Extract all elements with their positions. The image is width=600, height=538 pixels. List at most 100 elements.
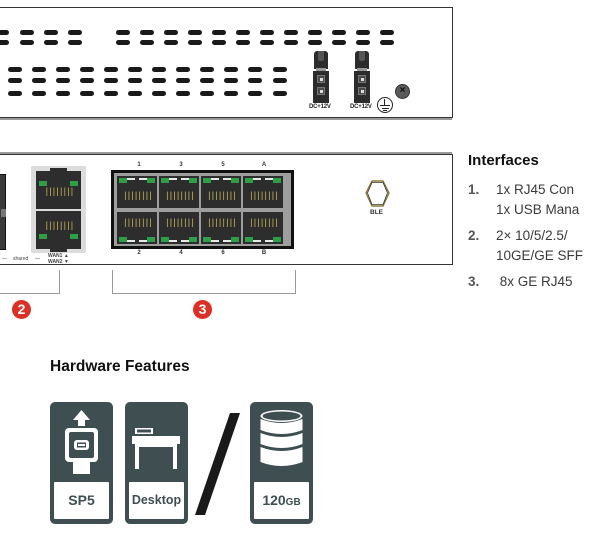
- dc-power-connector-1: [313, 51, 329, 103]
- port-number: A: [261, 162, 267, 168]
- sp5-chip-icon: [65, 410, 98, 474]
- vent-slot: [176, 78, 190, 83]
- vent-slot: [140, 30, 154, 35]
- interface-number: 3.: [468, 274, 480, 289]
- vent-slot: [104, 67, 118, 72]
- vent-slot: [273, 78, 287, 83]
- vent-slot: [56, 67, 70, 72]
- switch-port: ||||||||: [159, 176, 199, 208]
- vent-slot: [56, 78, 70, 83]
- port-pins: ||||||||: [206, 191, 238, 201]
- sfp-port: [0, 174, 6, 250]
- sfp-dash: —: [2, 256, 7, 262]
- port-number: 3: [179, 162, 183, 168]
- port-pins: ||||||||: [122, 191, 154, 201]
- port-number: 1: [137, 162, 141, 168]
- vent-slot: [0, 30, 9, 35]
- vent-slot: [20, 40, 34, 45]
- hw-tile-label-unit: GB: [285, 497, 301, 508]
- vent-slot: [308, 30, 322, 35]
- vent-slot: [128, 78, 142, 83]
- vent-slot: [200, 78, 214, 83]
- wan2-label: WAN2 ▼: [48, 259, 69, 265]
- interface-line: 8x GE RJ45: [496, 274, 573, 289]
- interface-line: 10GE/GE SFF: [496, 248, 584, 263]
- vent-slot: [8, 91, 22, 96]
- interface-line: 1x USB Mana: [496, 202, 580, 217]
- screw-icon: ×: [395, 84, 410, 99]
- panel-shadow: [0, 118, 452, 120]
- vent-slot: [116, 30, 130, 35]
- vent-slot: [188, 40, 202, 45]
- switch-port-block: |||||||| |||||||| |||||||| |||||||| ||||||||…: [111, 170, 294, 249]
- port-pins: ||||||||: [122, 218, 154, 228]
- port-number: 5: [221, 162, 225, 168]
- vent-slot: [212, 30, 226, 35]
- vent-slot: [80, 91, 94, 96]
- callout-badge-3: 3: [193, 300, 212, 319]
- hw-tile-label: Desktop: [129, 482, 184, 519]
- wan1-port: ||||||||: [36, 168, 81, 209]
- vent-slot: [164, 30, 178, 35]
- vent-slot: [260, 40, 274, 45]
- port-pins: ||||||||: [206, 218, 238, 228]
- port-number: 6: [221, 250, 225, 256]
- vent-slot: [140, 40, 154, 45]
- vent-slot: [0, 40, 9, 45]
- wan1-label: WAN1 ▲: [48, 253, 69, 259]
- panel-shadow: [0, 152, 452, 154]
- wan2-port: ||||||||: [36, 211, 81, 252]
- switch-port: ||||||||: [159, 212, 199, 244]
- vent-slot: [104, 91, 118, 96]
- vent-slot: [273, 67, 287, 72]
- dc-power-label-2: DC+12V: [350, 104, 372, 110]
- back-panel: [0, 7, 453, 120]
- switch-port: ||||||||: [201, 212, 241, 244]
- vent-slot: [260, 30, 274, 35]
- callout-bracket-2: [0, 270, 60, 294]
- port-pins: ||||||||: [44, 187, 75, 197]
- vent-slot: [152, 78, 166, 83]
- hw-tile-label-value: 120: [262, 492, 286, 508]
- switch-port: ||||||||: [117, 212, 157, 244]
- vent-slot: [128, 67, 142, 72]
- vent-slot: [212, 40, 226, 45]
- vent-slot: [80, 78, 94, 83]
- ground-icon: [377, 97, 393, 113]
- switch-port: ||||||||: [243, 212, 283, 244]
- vent-slot: [284, 40, 298, 45]
- vent-slot: [8, 67, 22, 72]
- vent-slot: [224, 78, 238, 83]
- separator-slash: [195, 413, 240, 515]
- vent-slot: [152, 67, 166, 72]
- vent-slot: [152, 91, 166, 96]
- callout-bracket-3: [112, 270, 296, 294]
- vent-slot: [32, 91, 46, 96]
- vent-slot: [68, 30, 82, 35]
- port-pins: ||||||||: [164, 218, 196, 228]
- switch-port: ||||||||: [243, 176, 283, 208]
- vent-slot: [248, 67, 262, 72]
- interface-number: 1.: [468, 182, 480, 197]
- vent-slot: [68, 40, 82, 45]
- vent-slot: [273, 91, 287, 96]
- port-number: 4: [179, 250, 183, 256]
- hw-tile-sp5: SP5: [50, 402, 113, 524]
- vent-slot: [56, 91, 70, 96]
- vent-slot: [32, 78, 46, 83]
- wan-port-block: |||||||| ||||||||: [31, 166, 86, 253]
- dc-power-connector-2: [354, 51, 370, 103]
- hw-tile-label: SP5: [54, 482, 109, 519]
- vent-slot: [164, 40, 178, 45]
- vent-slot: [236, 40, 250, 45]
- vent-slot: [44, 40, 58, 45]
- vent-slot: [284, 30, 298, 35]
- vent-slot: [188, 30, 202, 35]
- vent-slot: [128, 91, 142, 96]
- dc-power-label-1: DC+12V: [309, 104, 331, 110]
- interface-item: 1. 1x RJ45 Con 1x USB Mana: [468, 180, 600, 220]
- vent-slot: [356, 40, 370, 45]
- vent-slot: [176, 91, 190, 96]
- switch-port: ||||||||: [117, 176, 157, 208]
- port-pins: ||||||||: [248, 191, 280, 201]
